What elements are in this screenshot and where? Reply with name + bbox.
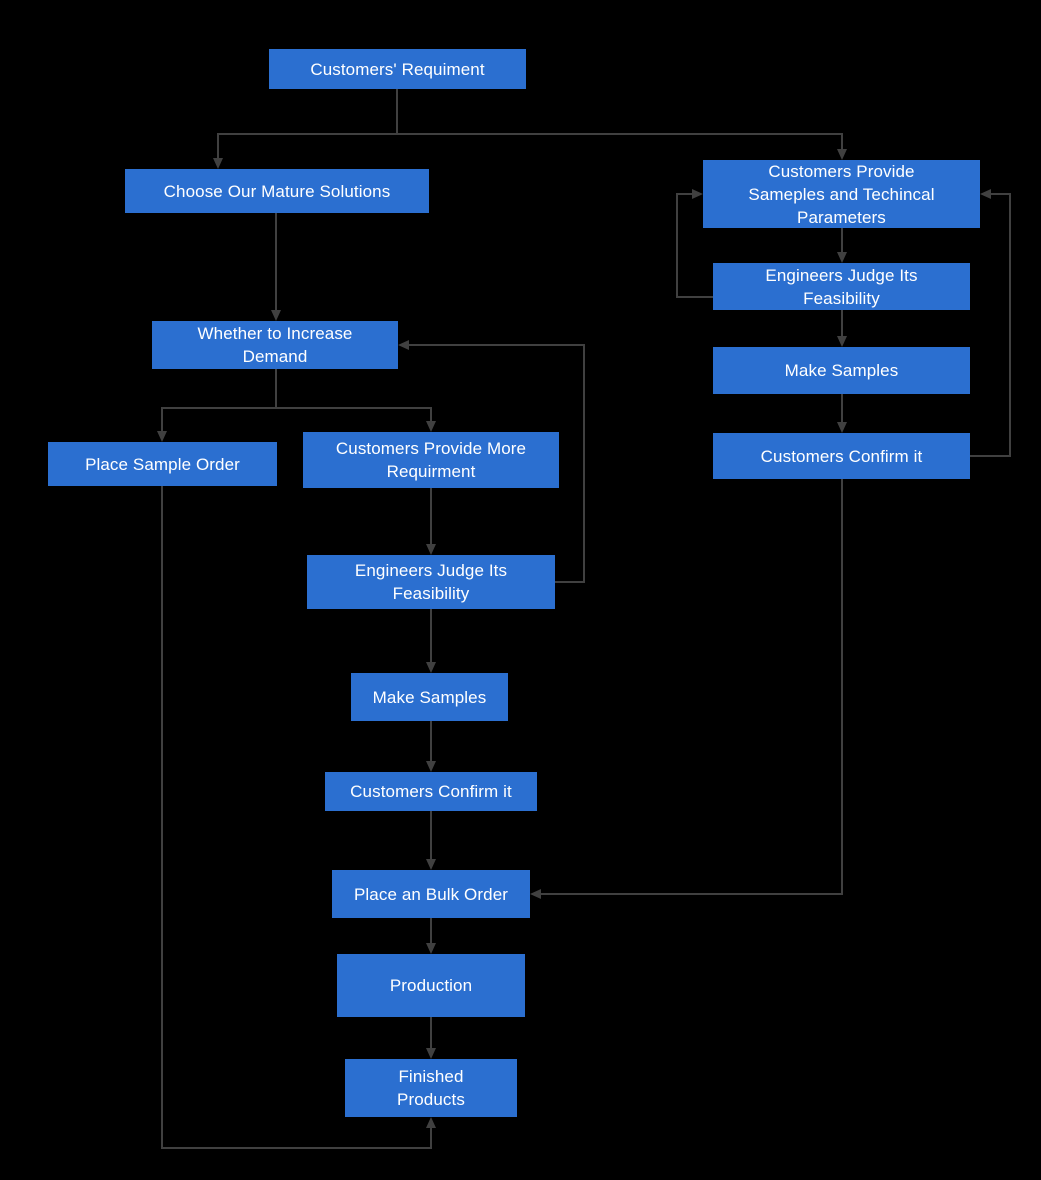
edge-whether-to-sample-order (157, 369, 277, 442)
edge-confirm-right-loopback (970, 189, 1011, 457)
edge-make-samples-to-confirm-right (837, 394, 847, 433)
edge-engineers-right-to-make-samples (837, 310, 847, 347)
node-customers-provide-more[interactable]: Customers Provide More Requirment (303, 432, 559, 488)
edge-provide-samples-to-engineers (837, 228, 847, 263)
node-customers-requirement[interactable]: Customers' Requiment (269, 49, 526, 89)
node-whether-increase-demand[interactable]: Whether to Increase Demand (152, 321, 398, 369)
node-customers-provide-samples[interactable]: Customers Provide Sameples and Techincal… (703, 160, 980, 228)
node-choose-mature-solutions[interactable]: Choose Our Mature Solutions (125, 169, 429, 213)
node-engineers-judge-left[interactable]: Engineers Judge Its Feasibility (307, 555, 555, 609)
edge-production-to-finished (426, 1017, 436, 1059)
node-customers-confirm-left[interactable]: Customers Confirm it (325, 772, 537, 811)
edge-confirm-right-to-bulk-order (530, 479, 843, 899)
edge-requirement-to-choose (213, 89, 398, 169)
node-make-samples-right[interactable]: Make Samples (713, 347, 970, 394)
node-production[interactable]: Production (337, 954, 525, 1017)
node-customers-confirm-right[interactable]: Customers Confirm it (713, 433, 970, 479)
edge-confirm-left-to-bulk-order (426, 811, 436, 870)
edge-whether-to-provide-more (276, 407, 436, 432)
edge-provide-more-to-engineers-left (426, 488, 436, 555)
edge-bulk-order-to-production (426, 918, 436, 954)
edge-choose-to-whether (271, 213, 281, 321)
node-place-bulk-order[interactable]: Place an Bulk Order (332, 870, 530, 918)
node-engineers-judge-right[interactable]: Engineers Judge Its Feasibility (713, 263, 970, 310)
node-place-sample-order[interactable]: Place Sample Order (48, 442, 277, 486)
edge-requirement-to-provide-samples (397, 133, 847, 160)
edge-engineers-left-to-make-samples (426, 609, 436, 673)
node-finished-products[interactable]: Finished Products (345, 1059, 517, 1117)
node-make-samples-left[interactable]: Make Samples (351, 673, 508, 721)
edge-make-samples-to-confirm-left (426, 721, 436, 772)
